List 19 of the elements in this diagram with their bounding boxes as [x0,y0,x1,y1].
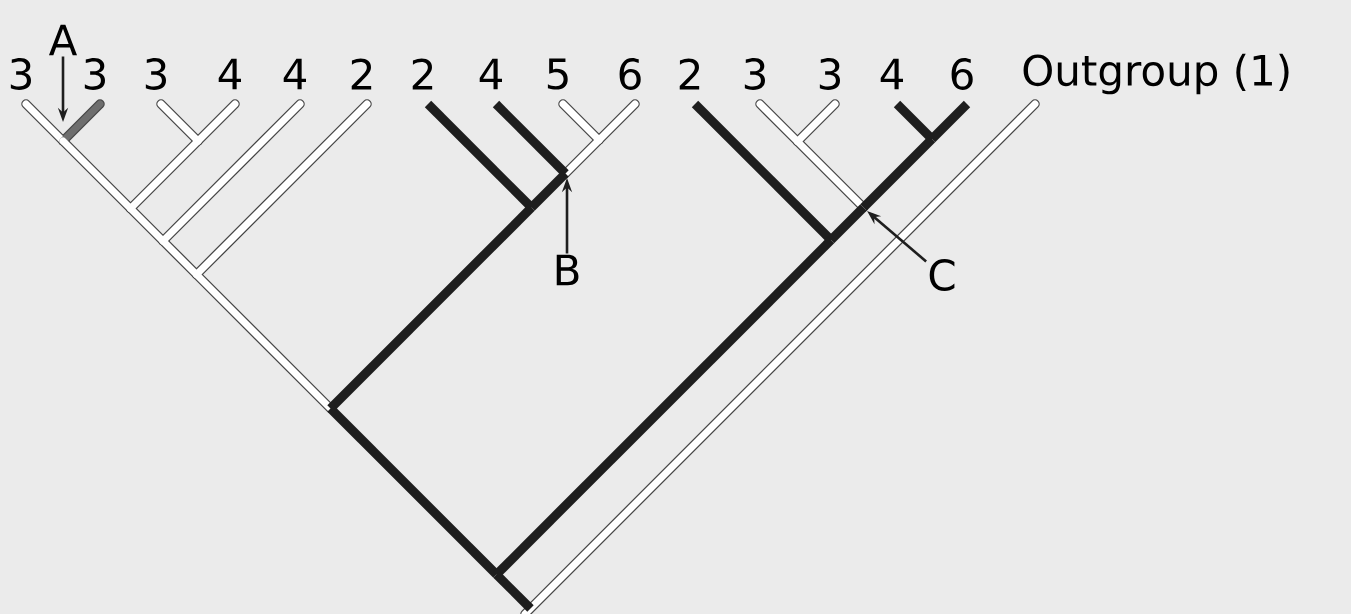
tip-label: 3 [10,58,31,90]
tip-label: 6 [619,58,641,90]
tip-label: 6 [951,58,973,90]
tip-label: 2 [679,58,700,90]
tip-label: 3 [819,58,840,90]
tip-label: 3 [744,58,765,90]
pointer-letter: A [48,24,78,56]
tip-label: 4 [218,58,241,90]
pointer-letter: C [929,259,955,291]
tip-label: 4 [283,58,306,90]
tip-label: 2 [412,58,433,90]
tip-label: 2 [351,58,372,90]
pointer-letter: B [556,254,579,286]
tip-label: 4 [479,58,502,90]
tip-label: 3 [84,58,105,90]
tip-label: 3 [145,58,166,90]
tip-label: Outgroup (1) [1023,53,1289,95]
tip-label: 4 [880,58,903,90]
tip-label: 5 [547,58,568,90]
